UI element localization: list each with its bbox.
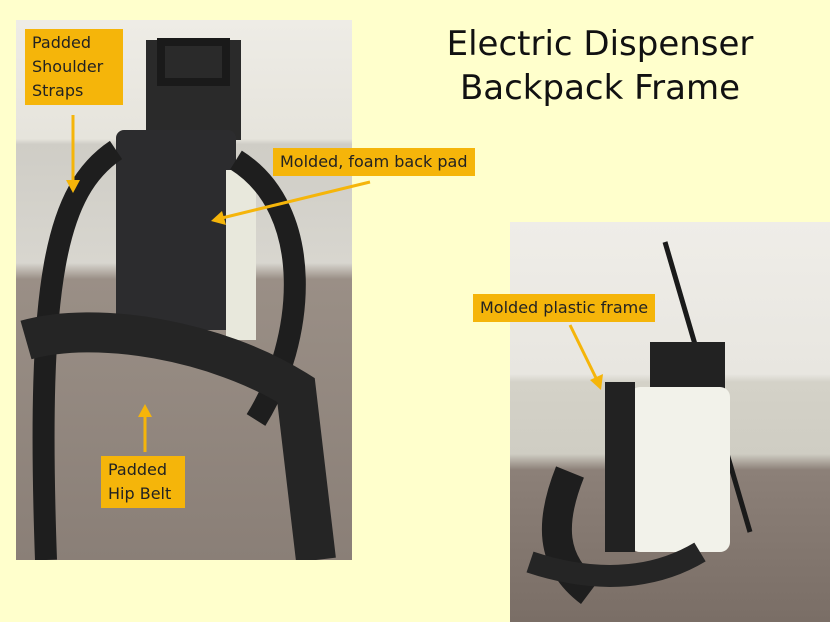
backpack-side-illustration <box>526 241 753 604</box>
slide-title: Electric Dispenser Backpack Frame <box>420 22 780 110</box>
label-molded-foam-back-pad: Molded, foam back pad <box>273 148 475 176</box>
backpack-frame-photo-front <box>16 20 352 560</box>
title-line-1: Electric Dispenser <box>446 24 754 64</box>
label-line: Shoulder <box>32 57 104 76</box>
title-line-2: Backpack Frame <box>459 68 741 108</box>
label-padded-hip-belt: Padded Hip Belt <box>101 456 185 508</box>
arrow-plastic-frame <box>568 324 599 381</box>
label-line: Padded <box>108 460 168 479</box>
label-line: Hip Belt <box>108 484 172 503</box>
backpack-illustration <box>20 38 336 560</box>
label-line: Straps <box>32 81 84 100</box>
arrow-back-pad <box>221 180 371 220</box>
label-molded-plastic-frame: Molded plastic frame <box>473 294 656 322</box>
backpack-frame-photo-side <box>510 222 830 622</box>
label-padded-shoulder-straps: Padded Shoulder Straps <box>25 29 123 105</box>
label-line: Padded <box>32 33 92 52</box>
